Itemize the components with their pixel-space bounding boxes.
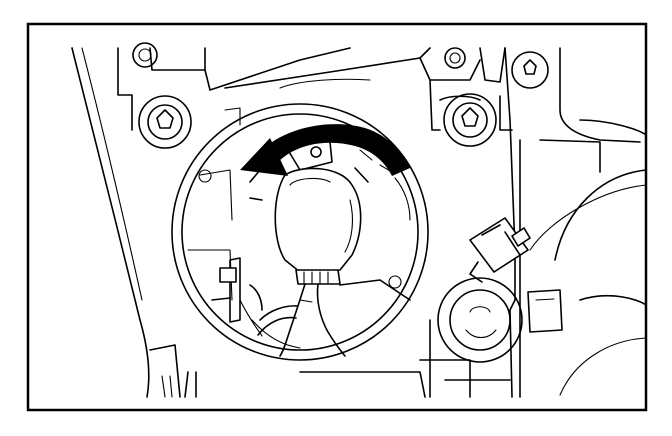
- bolt-icon: [132, 42, 158, 68]
- bolt-icon: [443, 93, 497, 147]
- wire-harness: [257, 283, 346, 357]
- connector-icon: [469, 217, 531, 283]
- clip-part: [211, 267, 263, 311]
- bolt-icon: [138, 95, 192, 149]
- rotation-arrow-icon: [240, 124, 410, 176]
- cap-part: [527, 289, 563, 333]
- bolt-icon: [444, 47, 466, 69]
- bolt-icon: [511, 51, 549, 89]
- bolt-icon: [437, 277, 523, 363]
- lamp-housing-opening: [171, 103, 429, 361]
- vehicle-body-panels: [71, 47, 647, 398]
